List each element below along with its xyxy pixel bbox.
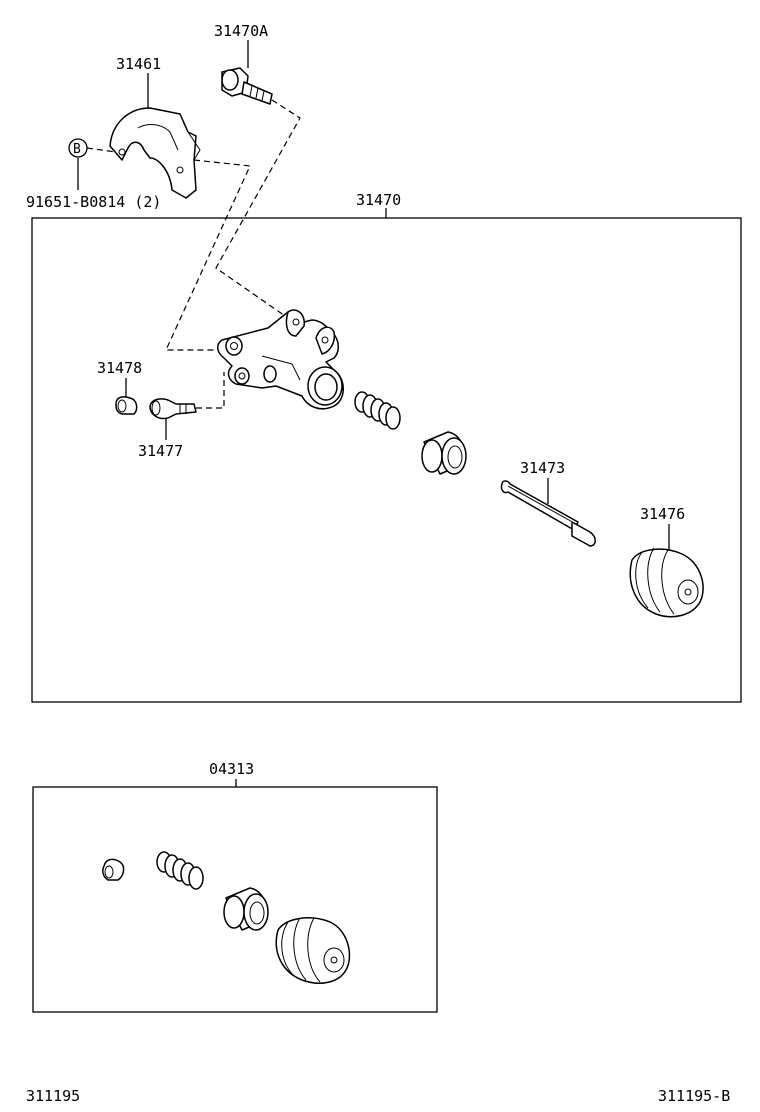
- label-cylinder-assembly: 31470: [356, 191, 401, 209]
- label-push-rod: 31473: [520, 459, 565, 477]
- bracket-assembly-dash: [165, 159, 251, 351]
- repair-kit-frame: [32, 786, 438, 1013]
- svg-text:B: B: [73, 142, 81, 157]
- plug-assembly-dash: [196, 372, 225, 409]
- bleeder-cap-part: [115, 396, 138, 415]
- kit-boot-part: [275, 917, 351, 984]
- bracket-part: [109, 107, 201, 199]
- footer-left-code: 311195: [26, 1087, 80, 1105]
- label-bleeder-plug: 31477: [138, 442, 183, 460]
- spring-part: [354, 391, 401, 430]
- boot-part: [629, 547, 704, 618]
- label-bleeder-cap: 31478: [97, 359, 142, 377]
- label-repair-kit: 04313: [209, 760, 254, 778]
- piston-part: [421, 431, 467, 475]
- label-bolt: 31470A: [214, 22, 268, 40]
- footer-right-code: 311195-B: [658, 1087, 730, 1105]
- kit-bleeder-cap-part: [102, 858, 125, 881]
- cylinder-body-part: [217, 309, 344, 410]
- label-bolt-spec: 91651-B0814 (2): [26, 193, 161, 211]
- bleeder-plug-part: [149, 398, 197, 420]
- push-rod-part: [500, 480, 596, 547]
- label-boot: 31476: [640, 505, 685, 523]
- label-bracket: 31461: [116, 55, 161, 73]
- callout-b-dash: [86, 147, 117, 153]
- bolt-assembly-dash: [215, 99, 301, 319]
- assembly-frame: [31, 217, 742, 703]
- callout-b: B: [68, 138, 88, 158]
- bolt-part: [221, 67, 273, 105]
- kit-piston-part: [223, 887, 269, 931]
- kit-spring-part: [156, 851, 204, 890]
